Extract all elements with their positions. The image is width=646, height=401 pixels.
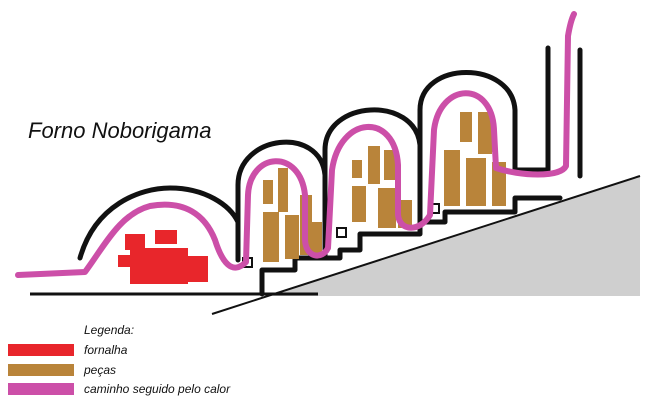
heat-path (15, 11, 577, 278)
fornalha-block (125, 234, 145, 250)
peca-block (486, 130, 496, 152)
peca-block (460, 112, 472, 142)
peca-block (378, 188, 396, 228)
firebox-dome (77, 185, 241, 261)
legend-label-caminho: caminho seguido pelo calor (84, 382, 231, 396)
peca-block (312, 222, 322, 254)
peca-block (352, 186, 366, 222)
legend-title: Legenda: (84, 323, 134, 337)
legend-label-fornalha: fornalha (84, 343, 128, 357)
opening-square (336, 227, 347, 238)
fornalha-blocks (118, 230, 208, 284)
peca-block (263, 180, 273, 204)
red-swatch (8, 344, 74, 356)
peca-block (352, 160, 362, 178)
peca-block (263, 212, 279, 262)
kiln-outline (77, 45, 583, 297)
fornalha-block (188, 256, 208, 282)
kiln-floor-steps (259, 195, 563, 297)
pink-swatch (8, 383, 74, 395)
peca-block (444, 150, 460, 206)
peca-block (278, 168, 288, 212)
fornalha-block (130, 248, 188, 284)
peca-block (285, 215, 299, 259)
legend-label-pecas: peças (83, 363, 116, 377)
peca-block (466, 158, 486, 206)
brown-swatch (8, 364, 74, 376)
slope-line (211, 175, 641, 315)
chamber-3-outline (417, 45, 551, 228)
diagram-title: Forno Noborigama (28, 118, 211, 143)
legend: Legenda: fornalha peças caminho seguido … (8, 323, 231, 396)
fornalha-block (155, 230, 177, 244)
peca-block (368, 146, 380, 184)
peca-block (384, 150, 396, 180)
fornalha-block (118, 255, 130, 267)
